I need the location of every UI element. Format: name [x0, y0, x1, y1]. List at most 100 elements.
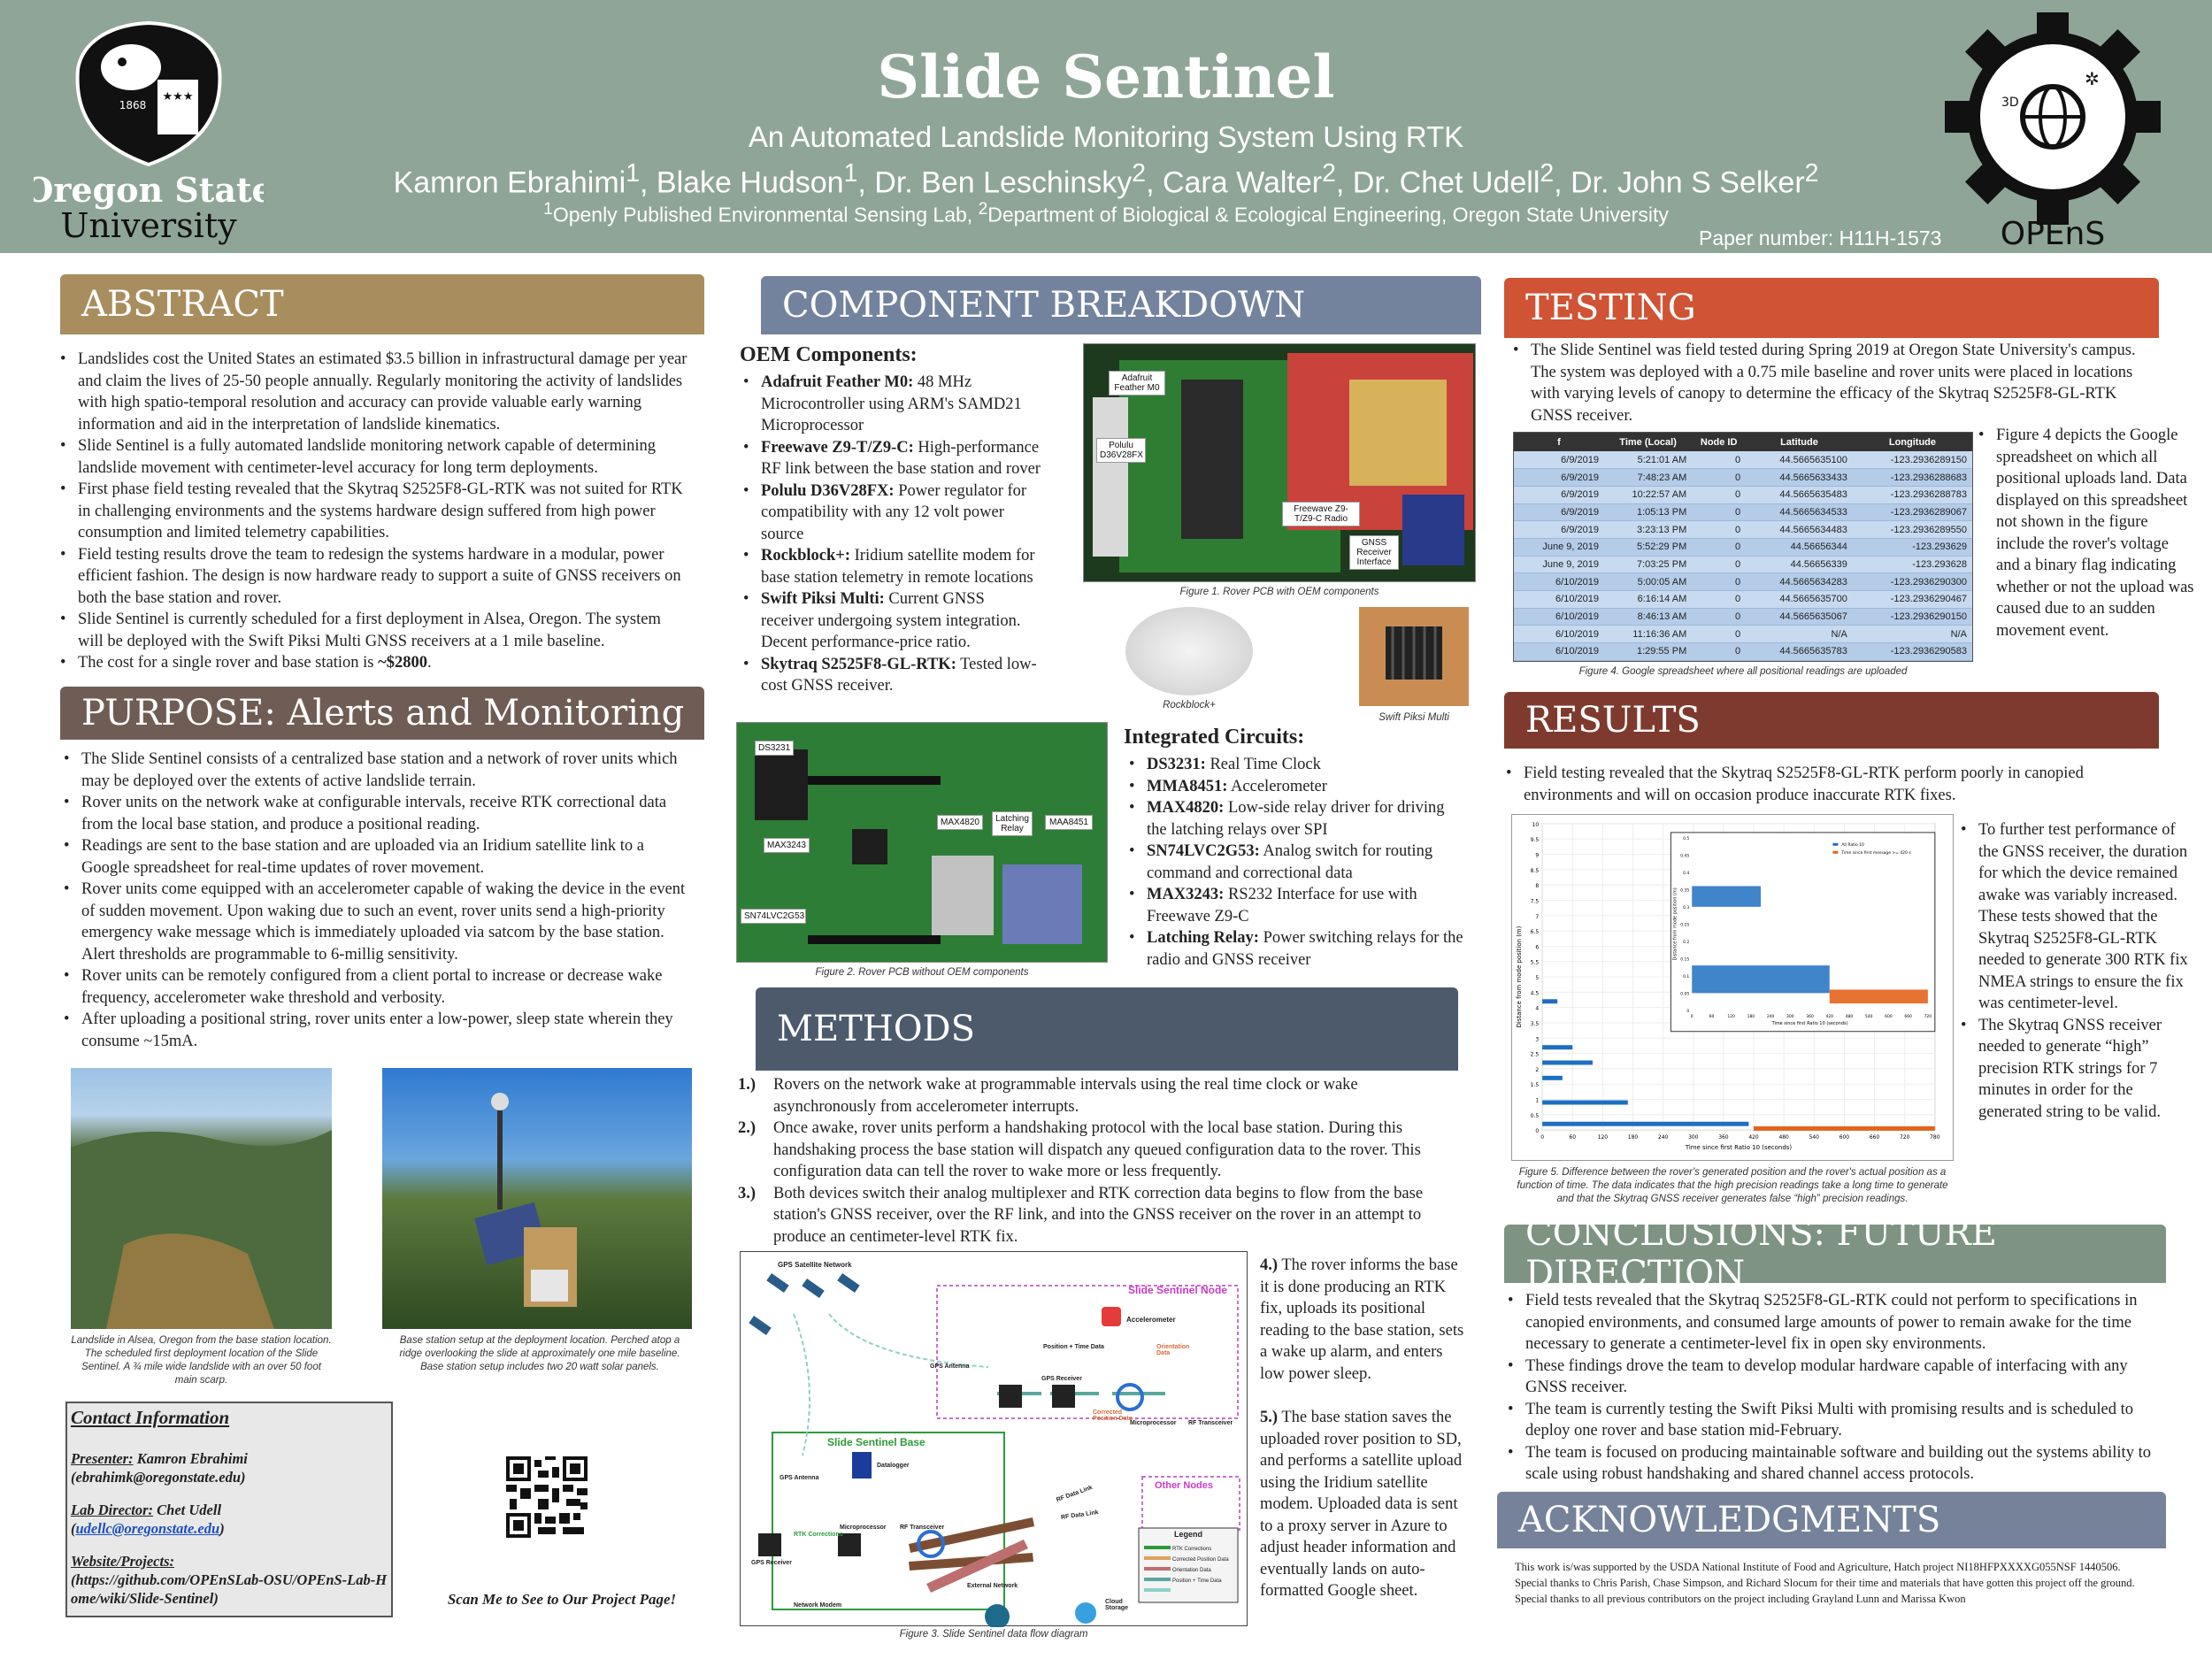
sheet-cell: 0 [1692, 486, 1747, 504]
chart-y-tick: 4.5 [1531, 990, 1540, 996]
inset-y-tick: 0.4 [1683, 871, 1689, 876]
step4-text: The rover informs the base it is done pr… [1260, 1256, 1464, 1383]
qr-code[interactable] [506, 1456, 588, 1538]
inset-x-tick: 660 [1904, 1014, 1912, 1019]
sheet-cell: 44.5665634483 [1746, 520, 1853, 539]
sheet-cell: 1:29:55 PM [1603, 642, 1693, 661]
oem-item: Adafruit Feather M0: 48 MHz Microcontrol… [743, 372, 1041, 437]
methods-step: 1.)Rovers on the network wake at program… [738, 1074, 1446, 1118]
abstract-heading: ABSTRACT [60, 274, 704, 334]
ic-item: Latching Relay: Power switching relays f… [1129, 927, 1465, 971]
author-sup: 2 [1132, 159, 1147, 188]
testing-heading: TESTING [1504, 278, 2159, 338]
sheet-cell: 6/10/2019 [1514, 625, 1604, 644]
oem-desc: Iridium satellite modem for base station… [761, 547, 1035, 587]
oem-name: Polulu D36V28FX: [761, 481, 895, 500]
qr-caption: Scan Me to See to Our Project Page! [447, 1591, 677, 1608]
oem-name: Adafruit Feather M0: [761, 373, 914, 391]
diagram-gps-receiver-base: GPS Receiver [751, 1560, 792, 1566]
diagram-gps-receiver-node: GPS Receiver [1041, 1376, 1082, 1382]
sheet-cell: 5:52:29 PM [1603, 538, 1693, 557]
website-url[interactable]: (https://github.com/OPEnSLab-OSU/OPEnS-L… [71, 1571, 388, 1607]
chart-x-tick: 180 [1628, 1134, 1639, 1141]
ic-desc: Analog switch for routing command and co… [1147, 842, 1433, 882]
sheet-cell: June 9, 2019 [1514, 556, 1604, 574]
sheet-cell: N/A [1746, 625, 1853, 644]
sheet-cell: 44.56656339 [1746, 556, 1853, 574]
methods-step: 2.)Once awake, rover units perform a han… [738, 1118, 1446, 1183]
ack-line: This work is/was supported by the USDA N… [1515, 1561, 2121, 1573]
testing-side-bullet: Figure 4 depicts the Google spreadsheet … [1978, 425, 2194, 641]
affiliations: 1Openly Published Environmental Sensing … [0, 200, 2212, 227]
results-side-list: To further test performance of the GNSS … [1961, 819, 2194, 1123]
sheet-cell: 5:21:01 AM [1603, 451, 1693, 470]
oem-desc: Tested low-cost GNSS receiver. [761, 655, 1037, 695]
sheet-cell: 0 [1692, 468, 1747, 487]
step-number: 2.) [738, 1119, 757, 1137]
cost-text: The cost for a single rover and base sta… [78, 654, 379, 672]
testing-bullet: The Slide Sentinel was field tested duri… [1513, 340, 2159, 426]
sheet-header: Latitude [1746, 433, 1853, 451]
legend-position: Position + Time Data [1172, 1578, 1222, 1584]
inset-x-label: Time since first Ratio 10 (seconds) [1771, 1021, 1848, 1026]
chart-y-tick: 3.5 [1531, 1021, 1540, 1027]
inset-legend-text: All Ratio 10 [1841, 842, 1864, 848]
chart-x-tick: 660 [1870, 1134, 1880, 1141]
testing-list: The Slide Sentinel was field tested duri… [1513, 340, 2159, 426]
chart-x-label: Time since first Ratio 10 (seconds) [1685, 1144, 1793, 1151]
fig1-rover-pcb: Adafruit Feather M0 Polulu D36V28FX Free… [1083, 343, 1476, 582]
inset-y-tick: 0.45 [1680, 853, 1689, 858]
sheet-cell: 0 [1692, 520, 1747, 539]
contact-heading: Contact Information [71, 1407, 230, 1428]
ack-line: Special thanks to all previous contribut… [1515, 1593, 1966, 1605]
fig1-pcb-art [1093, 353, 1473, 572]
director-email-link[interactable]: udellc@oregonstate.edu [75, 1520, 220, 1537]
fig2-label-max4820: MAX4820 [937, 815, 983, 830]
chart-series-band [1542, 1100, 1628, 1105]
sheet-cell: -123.2936290300 [1852, 572, 1972, 591]
abstract-bullet: First phase field testing revealed that … [60, 479, 690, 544]
fig3-diagram-art [749, 1273, 1240, 1627]
chart-x-tick: 600 [1839, 1134, 1850, 1141]
sheet-header: f [1514, 433, 1604, 451]
contact-box: Contact Information Presenter: Kamron Eb… [65, 1402, 393, 1617]
svg-text:✲: ✲ [2085, 68, 2100, 89]
chart-series-band [1542, 1075, 1563, 1080]
email-paren: ( [71, 1520, 76, 1537]
sheet-cell: 6/9/2019 [1514, 468, 1604, 487]
diagram-position-time: Position + Time Data [1043, 1344, 1104, 1350]
results-side-bullet: To further test performance of the GNSS … [1961, 819, 2194, 1015]
rockblock-photo [1125, 607, 1253, 695]
sheet-cell: -123.293628 [1852, 556, 1972, 574]
sheet-cell: N/A [1852, 625, 1972, 644]
base-station-photo [382, 1068, 692, 1329]
acknowledgments-text: This work is/was supported by the USDA N… [1515, 1559, 2166, 1607]
inset-x-tick: 540 [1865, 1014, 1873, 1019]
inset-x-tick: 300 [1786, 1014, 1794, 1019]
inset-x-tick: 720 [1924, 1014, 1932, 1019]
presenter-label: Presenter: [71, 1450, 134, 1467]
abstract-bullet: Slide Sentinel is currently scheduled fo… [60, 609, 690, 652]
diagram-orientation: Orientation Data [1156, 1344, 1190, 1356]
oem-name: Skytraq S2525F8-GL-RTK: [761, 655, 956, 673]
contact-details: Presenter: Kamron Ebrahimi (ebrahimk@ore… [71, 1449, 391, 1608]
purpose-bullet: Rover units on the network wake at confi… [64, 792, 692, 835]
chart-x-tick: 240 [1658, 1134, 1669, 1141]
ic-item: SN74LVC2G53: Analog switch for routing c… [1129, 841, 1465, 884]
chart-x-tick: 300 [1688, 1134, 1699, 1141]
author: Dr. John S Selker [1571, 165, 1805, 200]
sheet-cell: -123.2936288683 [1852, 468, 1972, 487]
sheet-cell: 0 [1692, 503, 1747, 522]
oem-desc: High-performance RF link between the bas… [761, 438, 1041, 479]
oem-name: Freewave Z9-T/Z9-C: [761, 438, 914, 457]
components-heading: COMPONENT BREAKDOWN [761, 276, 1481, 334]
chart-y-tick: 6.5 [1531, 929, 1540, 935]
sheet-cell: -123.2936289550 [1852, 520, 1972, 539]
testing-side-list: Figure 4 depicts the Google spreadsheet … [1978, 425, 2194, 641]
